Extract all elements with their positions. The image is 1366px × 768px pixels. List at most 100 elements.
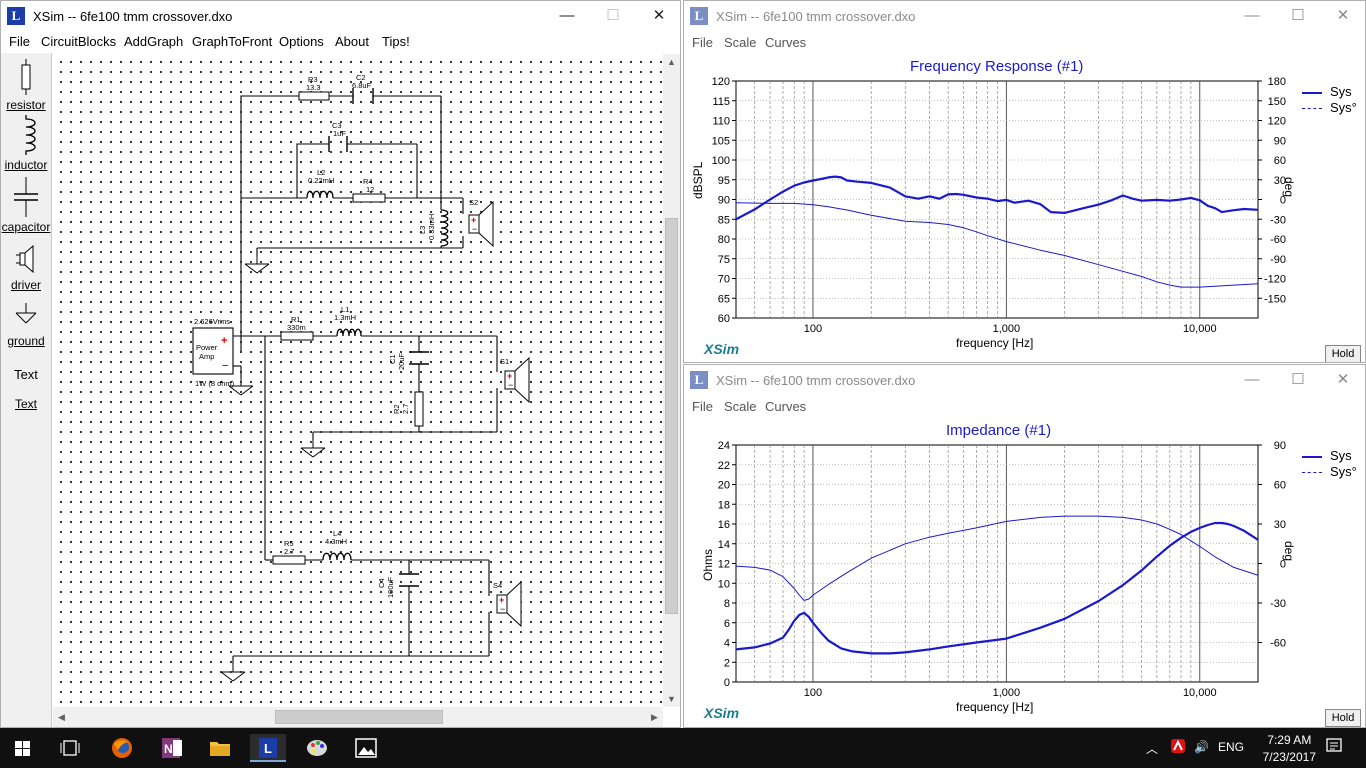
- menu-graphtofront[interactable]: GraphToFront: [192, 34, 273, 49]
- resistor-icon: [21, 59, 31, 95]
- y-axis-label: Ohms: [701, 548, 715, 581]
- y2-tick-label: 30: [1274, 175, 1286, 187]
- r2-value: 2.7: [401, 404, 410, 414]
- maximize-button[interactable]: ☐: [1291, 371, 1305, 388]
- y-tick-label: 24: [718, 440, 730, 452]
- minimize-button[interactable]: —: [559, 7, 575, 24]
- taskbar-photos[interactable]: [348, 734, 384, 762]
- scroll-left-arrow-icon[interactable]: ◀: [58, 712, 65, 722]
- x-axis-label: frequency [Hz]: [956, 700, 1034, 714]
- close-button[interactable]: ✕: [1336, 371, 1350, 388]
- freq-titlebar[interactable]: L XSim -- 6fe100 tmm crossover.dxo — ☐ ✕: [684, 1, 1365, 31]
- palette-icon: [307, 740, 327, 756]
- menu-addgraph[interactable]: AddGraph: [124, 34, 184, 49]
- vertical-scrollbar[interactable]: ▲ ▼: [663, 54, 680, 707]
- y2-tick-label: -30: [1270, 214, 1286, 226]
- r5-value: 2.7: [284, 547, 294, 556]
- tray-chevron-up-icon[interactable]: ︿: [1146, 742, 1159, 756]
- y2-axis-label: deg: [1282, 177, 1296, 198]
- action-center-icon[interactable]: [1325, 737, 1343, 758]
- imp-titlebar[interactable]: L XSim -- 6fe100 tmm crossover.dxo — ☐ ✕: [684, 365, 1365, 395]
- horizontal-scrollbar[interactable]: ◀ ▶: [53, 707, 663, 727]
- close-button[interactable]: ✕: [652, 7, 666, 24]
- r4-name: R4: [363, 177, 373, 186]
- taskbar-onenote[interactable]: N: [153, 734, 189, 762]
- taskbar-xsim[interactable]: L: [250, 734, 286, 762]
- antivirus-icon[interactable]: [1170, 738, 1186, 757]
- menu-scale[interactable]: Scale: [724, 399, 757, 414]
- tool-text-link[interactable]: Text: [1, 397, 51, 411]
- maximize-button[interactable]: ☐: [1291, 7, 1305, 24]
- main-menubar: File CircuitBlocks AddGraph GraphToFront…: [1, 31, 680, 53]
- tool-driver[interactable]: driver: [1, 243, 51, 292]
- c3-value: 1uF: [333, 129, 346, 138]
- taskbar-paint[interactable]: [299, 734, 335, 762]
- language-indicator[interactable]: ENG: [1218, 740, 1245, 754]
- menu-curves[interactable]: Curves: [765, 35, 807, 50]
- l1-name: L1: [341, 305, 349, 314]
- menu-scale[interactable]: Scale: [724, 35, 757, 50]
- imp-window: L XSim -- 6fe100 tmm crossover.dxo — ☐ ✕…: [683, 364, 1366, 728]
- maximize-button[interactable]: ☐: [606, 7, 620, 24]
- circuit-canvas[interactable]: +−: [53, 54, 663, 707]
- menu-tips[interactable]: Tips!: [382, 34, 410, 49]
- minimize-button[interactable]: —: [1244, 7, 1260, 24]
- menu-about[interactable]: About: [335, 34, 369, 49]
- y2-tick-label: 150: [1268, 96, 1286, 108]
- menu-circuitblocks[interactable]: CircuitBlocks: [41, 34, 117, 49]
- y-tick-label: 6: [724, 618, 730, 630]
- series-sys-phase-line: [736, 515, 1258, 601]
- freq-menubar: File Scale Curves: [684, 31, 1365, 53]
- tool-ground[interactable]: ground: [1, 301, 51, 348]
- close-button[interactable]: ✕: [1336, 7, 1350, 24]
- onenote-icon: N: [162, 738, 182, 758]
- tool-resistor[interactable]: resistor: [1, 59, 51, 112]
- y-tick-label: 18: [718, 499, 730, 511]
- c2-value: 6.8uF: [352, 81, 372, 90]
- scroll-right-arrow-icon[interactable]: ▶: [651, 712, 658, 722]
- amp-voltage: 2.626Vrms: [194, 317, 230, 326]
- horizontal-scroll-thumb[interactable]: [275, 710, 443, 724]
- taskbar-firefox[interactable]: [104, 734, 140, 762]
- tool-inductor[interactable]: inductor: [1, 115, 51, 172]
- scroll-down-arrow-icon[interactable]: ▼: [667, 694, 676, 704]
- scroll-up-arrow-icon[interactable]: ▲: [667, 57, 676, 67]
- inductor-icon: [25, 115, 36, 155]
- y-tick-label: 120: [712, 76, 730, 88]
- menu-file[interactable]: File: [9, 34, 30, 49]
- tool-text[interactable]: Text: [1, 367, 51, 382]
- task-view-button[interactable]: [52, 734, 88, 762]
- menu-options[interactable]: Options: [279, 34, 324, 49]
- imp-menubar: File Scale Curves: [684, 395, 1365, 417]
- y2-axis-label: deg: [1282, 541, 1296, 562]
- y-tick-label: 65: [718, 293, 730, 305]
- minimize-button[interactable]: —: [1244, 371, 1260, 388]
- tool-label: driver: [10, 278, 41, 292]
- r1-name: R1: [291, 315, 301, 324]
- tool-capacitor[interactable]: capacitor: [1, 177, 51, 234]
- y-tick-label: 20: [718, 480, 730, 492]
- hold-button[interactable]: Hold: [1325, 345, 1361, 362]
- c1-value: 20uF: [397, 352, 406, 370]
- component-toolbox: resistor inductor capacitor driver groun…: [1, 53, 52, 727]
- main-window-title: XSim -- 6fe100 tmm crossover.dxo: [33, 9, 233, 24]
- main-titlebar[interactable]: L XSim -- 6fe100 tmm crossover.dxo — ☐ ✕: [1, 1, 680, 31]
- c3-name: C3: [332, 121, 342, 130]
- menu-file[interactable]: File: [692, 399, 713, 414]
- hold-button[interactable]: Hold: [1325, 709, 1361, 727]
- y2-tick-label: -60: [1270, 638, 1286, 650]
- taskbar-file-explorer[interactable]: [202, 734, 238, 762]
- start-button[interactable]: [4, 734, 40, 762]
- tool-label: ground: [7, 334, 45, 348]
- y2-tick-label: -30: [1270, 598, 1286, 610]
- menu-curves[interactable]: Curves: [765, 399, 807, 414]
- menu-file[interactable]: File: [692, 35, 713, 50]
- vertical-scroll-thumb[interactable]: [665, 218, 678, 614]
- x-tick-label: 1,000: [993, 323, 1021, 335]
- volume-icon[interactable]: 🔊: [1194, 740, 1209, 754]
